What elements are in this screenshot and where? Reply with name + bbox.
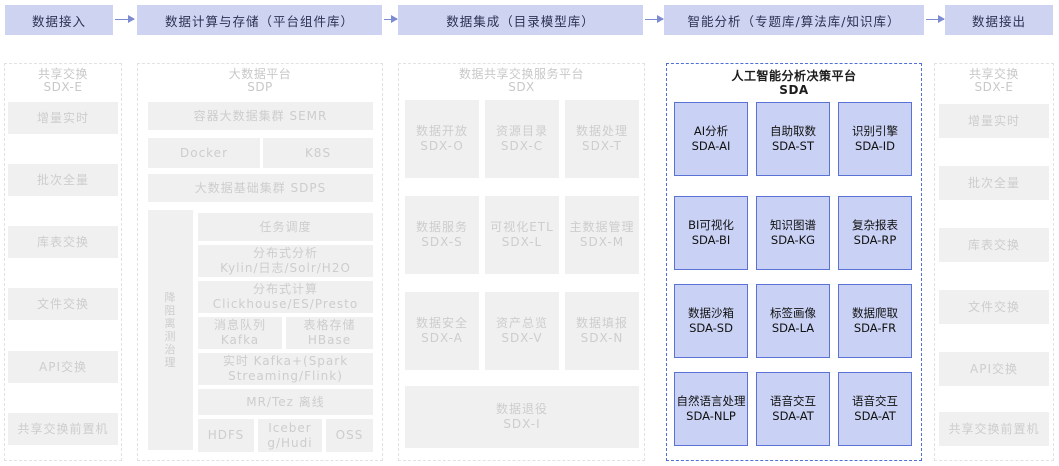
box-line: Kafka — [220, 333, 260, 347]
panel-sdx-e-out: 共享交换 SDX-E 增量实时 批次全量 库表交换 文件交换 API交换 共享交… — [934, 63, 1054, 461]
k8s-box: K8S — [263, 138, 373, 168]
arrow-icon — [926, 15, 945, 23]
box-line: 实时 Kafka+(Spark — [222, 354, 349, 368]
header-data-export: 数据接出 — [945, 5, 1053, 35]
distributed-analysis-box: 分布式分析 Kylin/日志/Solr/H2O — [198, 245, 373, 277]
sdx-e-item: API交换 — [8, 351, 118, 383]
header-compute-storage: 数据计算与存储（平台组件库） — [137, 5, 382, 35]
box-line: Clickhouse/ES/Presto — [212, 297, 359, 311]
panel-code: SDA — [779, 83, 809, 97]
sdx-e-item: 批次全量 — [939, 166, 1049, 200]
box-line: 分布式计算 — [252, 282, 318, 296]
sdx-e-item: 库表交换 — [8, 226, 118, 258]
governance-side-box: 降 阻 离 测 治 理 — [148, 210, 193, 450]
docker-box: Docker — [148, 138, 260, 168]
box-line: 消息队列 — [213, 318, 266, 332]
arrow-icon — [645, 15, 664, 23]
sdx-e-item: 共享交换前置机 — [8, 413, 118, 445]
sdx-e-item: 文件交换 — [939, 290, 1049, 324]
sdx-e-item: API交换 — [939, 352, 1049, 386]
sdx-e-item: 增量实时 — [939, 104, 1049, 138]
panel-sdp: 大数据平台 SDP 容器大数据集群 SEMR Docker K8S 大数据基础集… — [137, 63, 383, 461]
arrow-icon — [384, 15, 398, 23]
box-line: g/Hudi — [267, 435, 313, 450]
distributed-compute-box: 分布式计算 Clickhouse/ES/Presto — [198, 281, 373, 313]
side-char: 测 — [164, 329, 177, 343]
box-line: Kylin/日志/Solr/H2O — [220, 261, 351, 275]
panel-code: SDX — [508, 80, 535, 94]
task-scheduling-box: 任务调度 — [198, 213, 373, 241]
panel-title: 共享交换 — [37, 67, 88, 81]
sdx-e-item: 批次全量 — [8, 164, 118, 196]
realtime-box: 实时 Kafka+(Spark Streaming/Flink) — [198, 353, 373, 385]
panel-code: SDX-E — [974, 80, 1014, 94]
header-integration: 数据集成（目录模型库） — [398, 5, 643, 35]
semr-box: 容器大数据集群 SEMR — [148, 102, 373, 130]
mr-tez-box: MR/Tez 离线 — [198, 389, 373, 415]
side-char: 阻 — [164, 303, 177, 317]
side-char: 理 — [164, 355, 177, 369]
panel-code: SDP — [247, 80, 273, 94]
side-char: 降 — [164, 290, 177, 304]
sdps-box: 大数据基础集群 SDPS — [148, 174, 373, 202]
oss-box: OSS — [326, 419, 373, 452]
side-char: 离 — [164, 316, 177, 330]
panel-title: 大数据平台 — [228, 67, 292, 81]
panel-title: 数据共享交换服务平台 — [458, 67, 584, 81]
box-line: 分布式分析 — [252, 246, 318, 260]
table-storage-box: 表格存储 HBase — [286, 317, 373, 349]
sdx-e-item: 增量实时 — [8, 102, 118, 134]
header-analysis: 智能分析（专题库/算法库/知识库） — [664, 5, 924, 35]
side-char: 治 — [164, 342, 177, 356]
hdfs-box: HDFS — [198, 419, 254, 452]
iceberg-box: Iceber g/Hudi — [258, 419, 322, 452]
box-line: HBase — [307, 333, 352, 347]
arrow-icon — [115, 15, 135, 23]
panel-title: 人工智能分析决策平台 — [731, 69, 857, 83]
panel-code: SDX-E — [43, 80, 83, 94]
header-data-ingest: 数据接入 — [5, 5, 113, 35]
box-line: 表格存储 — [303, 318, 356, 332]
panel-title: 共享交换 — [968, 67, 1019, 81]
panel-sdx-e-in: 共享交换 SDX-E 增量实时 批次全量 库表交换 文件交换 API交换 共享交… — [4, 63, 122, 461]
message-queue-box: 消息队列 Kafka — [198, 317, 282, 349]
sdx-e-item: 共享交换前置机 — [939, 412, 1049, 446]
box-line: Iceber — [268, 420, 312, 435]
sdx-e-item: 库表交换 — [939, 228, 1049, 262]
box-line: Streaming/Flink) — [228, 369, 343, 383]
sdx-e-item: 文件交换 — [8, 288, 118, 320]
